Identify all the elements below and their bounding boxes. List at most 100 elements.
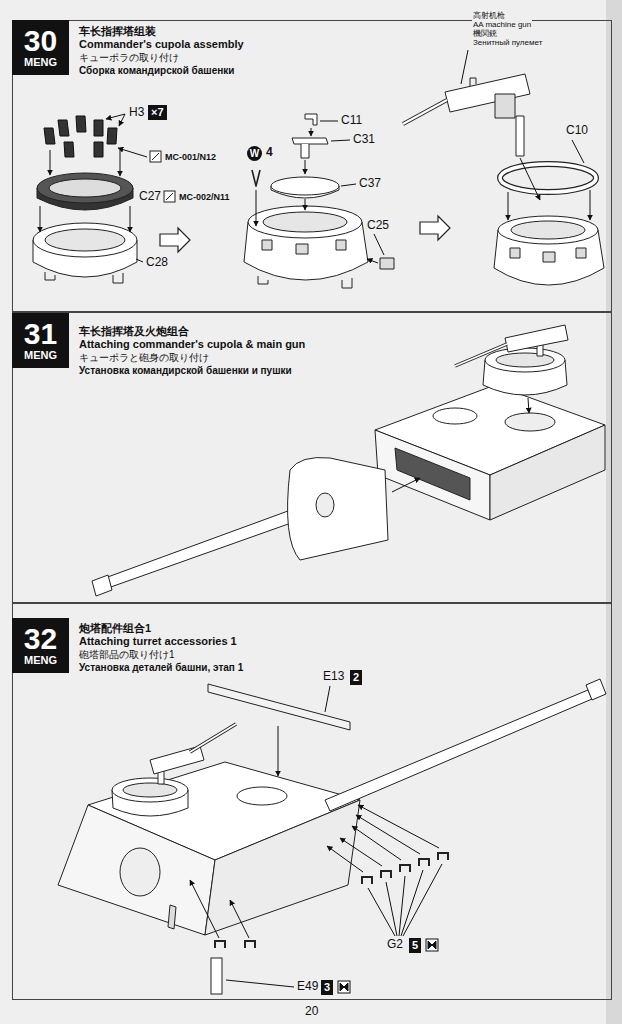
assembly-arrow [401,870,423,936]
turret [123,783,177,797]
cupola-part [33,173,137,283]
assembly-arrow [461,50,590,220]
mirror-icon [338,981,350,993]
grab-handle [245,941,255,948]
assembly-arrow [50,150,51,175]
turret [325,690,592,811]
paint-code: MC-002/N11 [178,192,231,202]
cupola-part [45,272,123,283]
assembly-arrow [358,805,439,848]
step-title-line: Commander's cupola assembly [79,38,244,51]
cupola-part [258,276,352,288]
step-badge: 32MENG [12,618,69,673]
aa-machine-gun [403,100,447,124]
grab-handle [215,853,448,948]
main-gun [92,575,112,596]
part-caption: 高射机枪 [472,11,506,20]
part-number: C31 [352,133,376,147]
turret [433,408,477,424]
periscope-block [44,116,117,157]
periscope-block [44,128,55,144]
step-title-line: 砲塔部品の取り付け1 [79,648,243,661]
step-number: 32 [24,624,57,654]
assembly-arrow [508,192,509,220]
turret [586,679,606,700]
quantity-badge: 3 [321,980,333,995]
turret [237,787,287,805]
periscope-block [94,120,103,136]
step-title-line: キューポラと砲身の取り付け [79,351,305,364]
assembly-arrow [386,882,397,936]
mirror-icon [428,941,436,949]
main-gun [316,493,334,517]
step-badge: 30MENG [12,20,69,75]
cupola-part [301,144,309,158]
assembly-arrow [367,259,378,263]
assembly-arrow [226,980,294,987]
aa-machine-gun [403,100,447,124]
cupola-part [498,216,598,244]
part-number: C11 [340,114,363,128]
turret [455,344,507,366]
step-title-line: キューポラの取り付け [79,51,244,64]
assembly-arrow [40,206,41,232]
assembly-arrow [278,726,279,776]
grab-handle [438,853,448,860]
grab-handle [215,941,225,948]
assembly-arrow [190,880,219,938]
aa-machine-gun [445,74,530,112]
paint-icon [152,153,159,160]
quantity-badge: 5 [409,938,421,953]
paint-icon [166,193,173,200]
main-gun [92,458,388,597]
paint-icon [164,191,175,202]
sprue-letter: W [247,146,262,161]
cupola-part [33,223,137,257]
cupola-part [305,114,317,125]
part-number: G2 [386,938,404,952]
assembly-arrow [136,259,143,262]
step-title-line: Attaching commander's cupola & main gun [79,338,305,351]
turret [58,805,215,935]
aa-machine-gun [495,94,515,118]
assembly-arrow [331,140,350,141]
cupola-part [252,170,260,186]
assembly-arrow [352,826,401,860]
step-number: 31 [24,319,57,349]
mirror-icon [340,983,348,991]
assembly-arrow [520,158,540,200]
turret [375,325,605,520]
periscope-block [64,142,74,157]
step-title-line: 炮塔配件组合1 [79,622,243,635]
turret [190,724,236,752]
step-title-line: 车长指挥塔组装 [79,25,244,38]
cupola-part [380,258,394,269]
assembly-arrow [572,140,584,163]
grab-handle [381,871,391,878]
assembly-arrow [368,888,395,936]
cupola-part [271,177,339,195]
cupola-part [244,114,394,288]
step-panel: 炮塔配件组合1Attaching turret accessories 1砲塔部… [12,603,612,1000]
step-title-line: Сборка командирской башенки [79,64,244,77]
assembly-arrow [528,398,529,413]
assembly-arrow [392,478,420,492]
cupola-part [49,179,121,197]
periscope-block [58,120,69,136]
turret [112,778,188,802]
part-caption: 機関銃 [472,29,498,38]
step-title: 车长指挥塔及火炮组合Attaching commander's cupola &… [79,325,305,377]
part-number: C10 [565,124,589,138]
assembly-arrow [120,150,121,176]
step-arrow [160,228,190,252]
step-title: 车长指挥塔组装Commander's cupola assemblyキューポラの… [79,25,244,77]
assembly-arrow [320,121,338,122]
turret [395,448,470,500]
assembly-arrow [311,128,312,136]
turret [190,724,236,752]
cupola-part [248,206,362,238]
grab-handle [419,859,429,866]
page-number: 20 [304,1005,319,1019]
